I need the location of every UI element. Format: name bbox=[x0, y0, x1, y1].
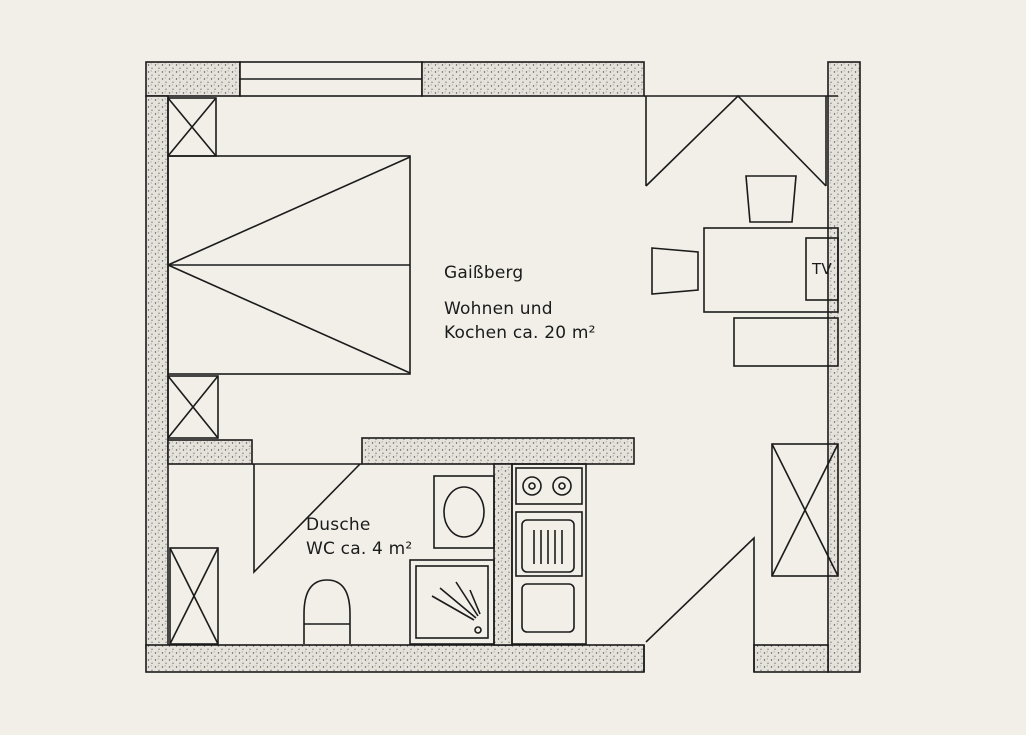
chair-left bbox=[651, 247, 699, 295]
wall-top-mid bbox=[421, 61, 645, 97]
partition-bath-kitchen bbox=[493, 463, 513, 646]
bathroom-door bbox=[252, 463, 362, 574]
washbasin bbox=[433, 475, 495, 549]
room-desc-living-line-2: Kochen ca. 20 m² bbox=[444, 323, 596, 343]
balcony-door bbox=[643, 536, 755, 672]
kitchenette bbox=[511, 463, 587, 645]
partition-left bbox=[167, 439, 253, 465]
window-top bbox=[239, 61, 423, 97]
toilet bbox=[303, 579, 351, 644]
sofa-bed bbox=[167, 155, 411, 375]
chair-top bbox=[745, 175, 797, 223]
room-desc-living-line-1: Wohnen und bbox=[444, 299, 553, 319]
wall-bottom-left bbox=[145, 644, 645, 673]
entrance-door bbox=[644, 94, 838, 187]
wall-right bbox=[827, 61, 861, 673]
tv-label: TV bbox=[812, 260, 832, 278]
interior-walls bbox=[167, 437, 635, 646]
wardrobe-bath bbox=[169, 547, 219, 645]
room-desc-bath-line-2: WC ca. 4 m² bbox=[306, 539, 413, 559]
room-name-living: Gaißberg bbox=[444, 263, 524, 283]
partition-right bbox=[361, 437, 635, 465]
exterior-walls bbox=[145, 61, 861, 673]
shower bbox=[409, 559, 495, 645]
wardrobe-mid-left bbox=[167, 375, 219, 439]
wall-bottom-right bbox=[753, 644, 829, 673]
wardrobe-top-left bbox=[167, 97, 217, 157]
wall-top-left bbox=[145, 61, 241, 97]
wardrobe-right bbox=[771, 443, 839, 577]
tv bbox=[805, 237, 839, 301]
room-desc-bath-line-1: Dusche bbox=[306, 515, 371, 535]
wall-left bbox=[145, 95, 169, 649]
sideboard bbox=[733, 317, 839, 367]
